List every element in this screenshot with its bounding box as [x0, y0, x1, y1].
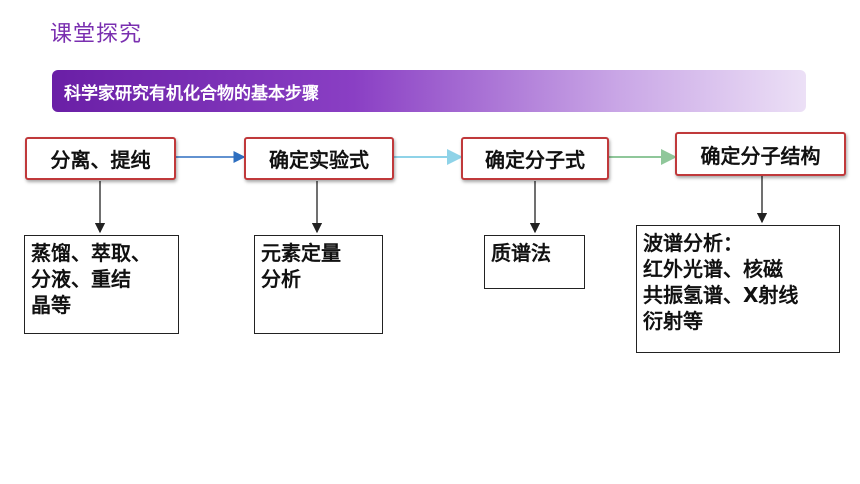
- detail-line: 元素定量: [261, 241, 341, 265]
- detail-separation-methods: 蒸馏、萃取、 分液、重结 晶等: [24, 235, 179, 334]
- detail-line: 质谱法: [491, 241, 551, 265]
- detail-line: 共振氢谱、X射线: [643, 283, 799, 307]
- banner-text: 科学家研究有机化合物的基本步骤: [64, 84, 319, 104]
- step-molecular-structure: 确定分子结构: [675, 132, 846, 176]
- step-empirical-formula: 确定实验式: [244, 137, 394, 180]
- detail-line: 分析: [261, 267, 301, 291]
- detail-line: 蒸馏、萃取、: [31, 241, 151, 265]
- slide-title: 课堂探究: [50, 22, 143, 47]
- detail-line: 衍射等: [643, 309, 703, 333]
- detail-line: 晶等: [31, 293, 71, 317]
- detail-line: 红外光谱、核磁: [643, 257, 783, 281]
- step-separation-purification: 分离、提纯: [25, 137, 176, 180]
- detail-line: 分液、重结: [31, 267, 131, 291]
- detail-line: 波谱分析：: [643, 231, 743, 255]
- section-banner: 科学家研究有机化合物的基本步骤: [52, 70, 806, 112]
- detail-molecular-methods: 质谱法: [484, 235, 585, 289]
- detail-structure-methods: 波谱分析： 红外光谱、核磁 共振氢谱、X射线 衍射等: [636, 225, 840, 353]
- step-molecular-formula: 确定分子式: [461, 137, 609, 180]
- detail-empirical-methods: 元素定量 分析: [254, 235, 383, 334]
